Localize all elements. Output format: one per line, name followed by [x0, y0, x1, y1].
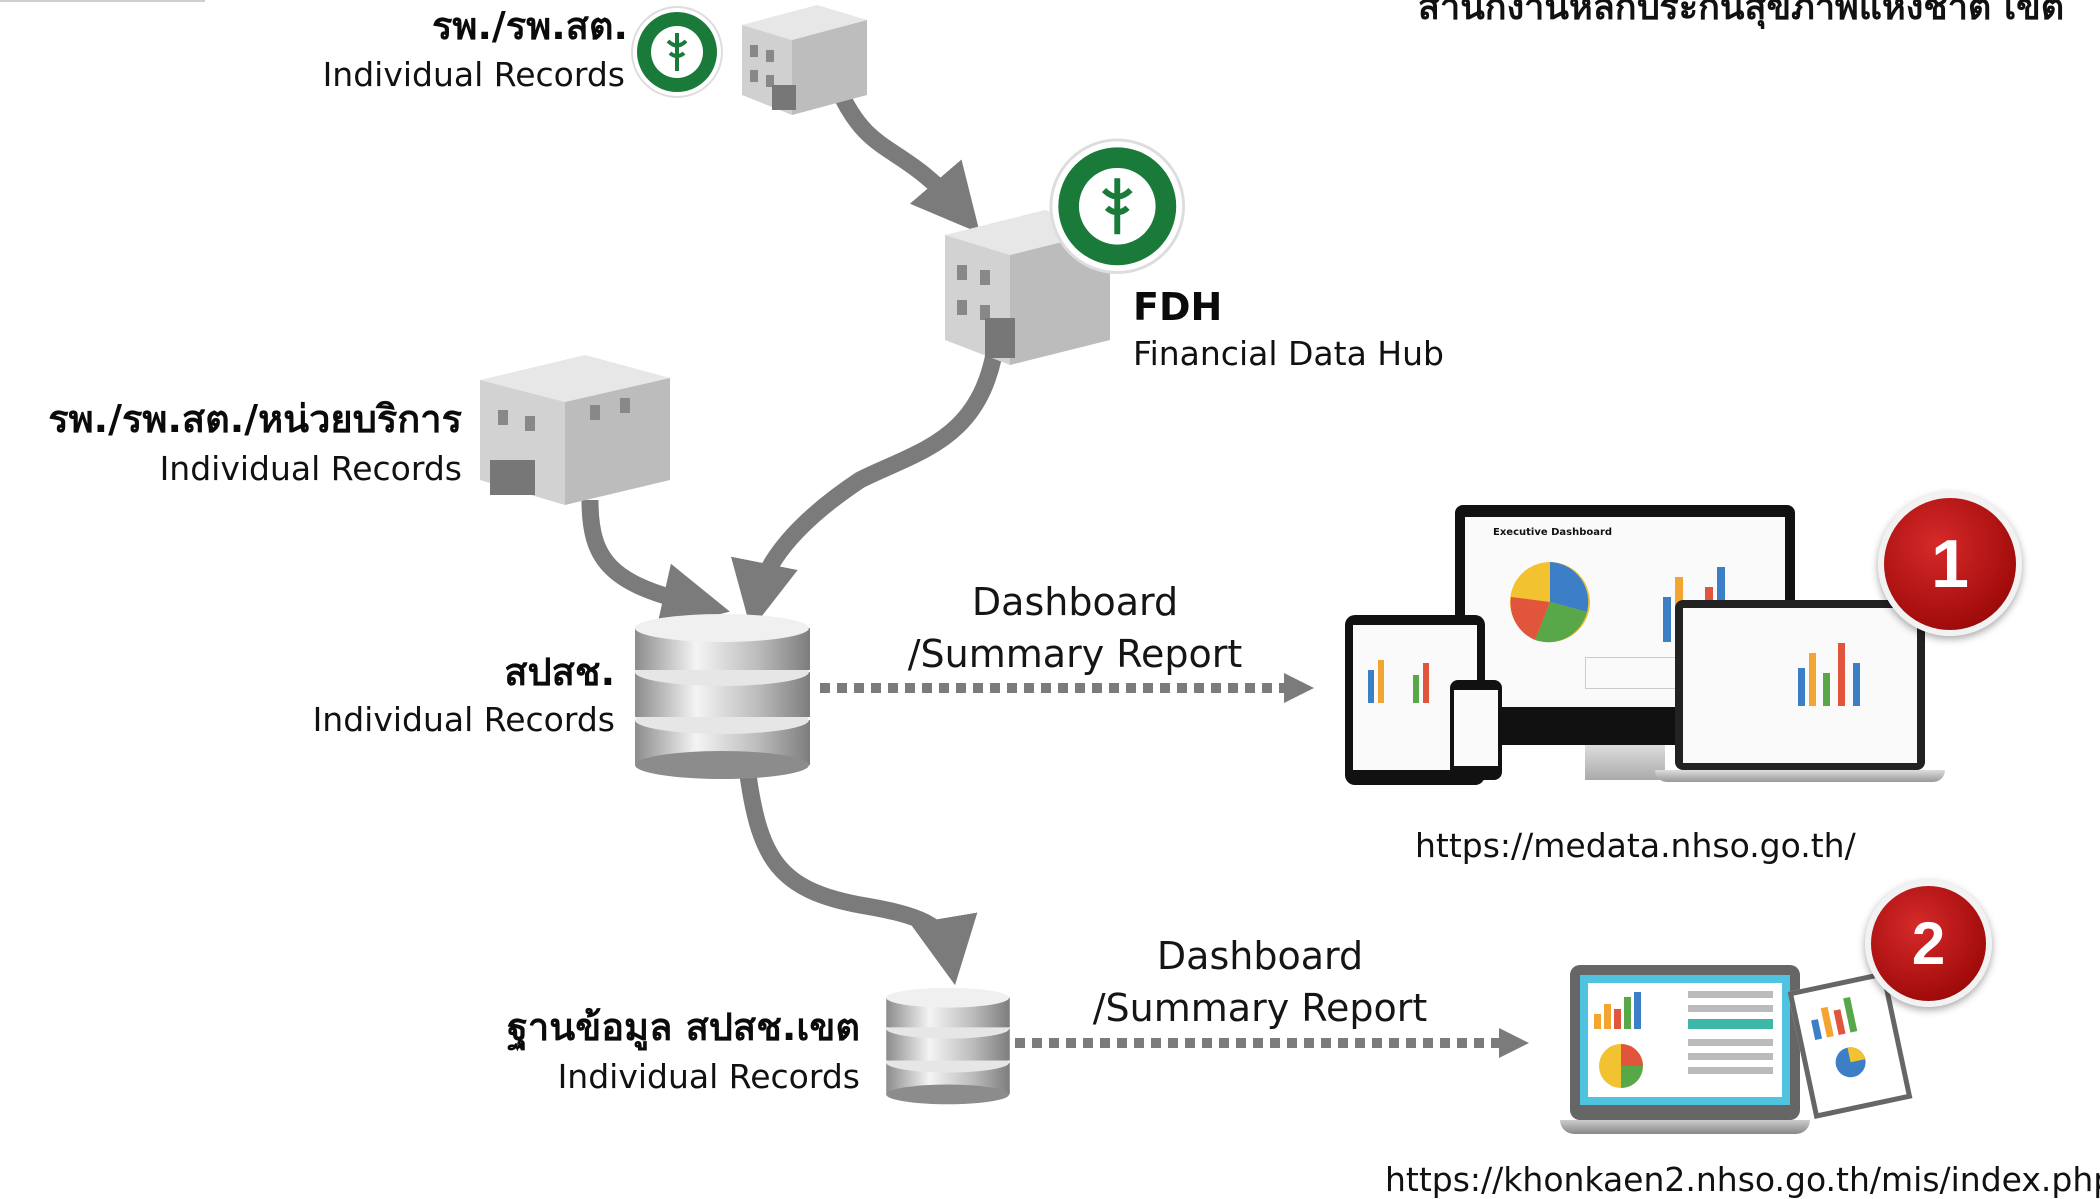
hospital-left-subtitle: Individual Records — [159, 449, 462, 488]
flow-1-line2: /Summary Report — [907, 632, 1243, 676]
laptop-frame — [1570, 965, 1800, 1120]
laptop-report-mockup — [1560, 960, 1940, 1140]
header-clipped-text: สำนักงานหลักประกันสุขภาพแห่งชาติ เขต — [1418, 0, 2065, 28]
executive-dashboard-title: Executive Dashboard — [1493, 527, 1613, 538]
badge-2: 2 — [1865, 880, 1992, 1007]
hospital-building-icon — [742, 5, 867, 115]
phone-screen — [1454, 690, 1498, 766]
flow-1-label: Dashboard /Summary Report — [880, 576, 1270, 680]
monitor-stand — [1585, 745, 1665, 780]
fdh-subtitle: Financial Data Hub — [1133, 334, 1444, 373]
database-icon — [635, 614, 810, 779]
top-divider — [0, 0, 205, 2]
laptop — [1675, 600, 1925, 770]
devices-dashboard-mockup: Executive Dashboard — [1345, 505, 1975, 805]
region-db-title: ฐานข้อมูล สปสช.เขต — [506, 1005, 860, 1049]
flow-2-label: Dashboard /Summary Report — [1065, 930, 1455, 1034]
laptop-base — [1655, 770, 1945, 782]
phone — [1450, 680, 1502, 780]
hospital-top-title: รพ./รพ.สต. — [432, 4, 628, 48]
report-page — [1588, 983, 1782, 1097]
laptop-screen — [1580, 975, 1790, 1105]
bar-chart-icon — [1798, 643, 1860, 706]
laptop-screen — [1683, 608, 1917, 763]
hospital-building-icon — [480, 355, 670, 505]
bar-chart-icon — [1368, 660, 1429, 703]
flow-2-line1: Dashboard — [1156, 934, 1364, 978]
arrow-hospital-to-fdh — [830, 84, 980, 234]
flow-2-line2: /Summary Report — [1092, 986, 1428, 1030]
pie-icon — [1510, 562, 1590, 643]
region-db-subtitle: Individual Records — [557, 1057, 860, 1096]
spsch-title: สปสช. — [504, 650, 615, 694]
flow-1-line1: Dashboard — [971, 580, 1179, 624]
url-khonkaen2[interactable]: https://khonkaen2.nhso.go.th/mis/index.p… — [1385, 1160, 2100, 1199]
badge-1: 1 — [1878, 492, 2022, 636]
fdh-title: FDH — [1133, 285, 1223, 329]
tablet-report — [1787, 971, 1913, 1119]
pie-icon — [1835, 1047, 1866, 1078]
spsch-subtitle: Individual Records — [312, 700, 615, 739]
bar-chart-icon — [1594, 992, 1641, 1029]
arrow-hospital-left-to-spsch — [581, 499, 730, 631]
url-medata[interactable]: https://medata.nhso.go.th/ — [1415, 826, 1856, 865]
bar-chart-icon — [1811, 996, 1858, 1041]
hospital-left-title: รพ./รพ.สต./หน่วยบริการ — [48, 397, 462, 441]
hospital-top-subtitle: Individual Records — [322, 55, 625, 94]
moph-seal-icon — [631, 6, 723, 98]
moph-seal-icon — [1049, 138, 1186, 275]
arrow-spsch-to-region — [739, 773, 978, 986]
laptop-base — [1560, 1120, 1810, 1134]
arrow-fdh-to-spsch — [731, 334, 1006, 631]
database-icon — [886, 987, 1010, 1105]
pie-icon — [1599, 1044, 1643, 1088]
